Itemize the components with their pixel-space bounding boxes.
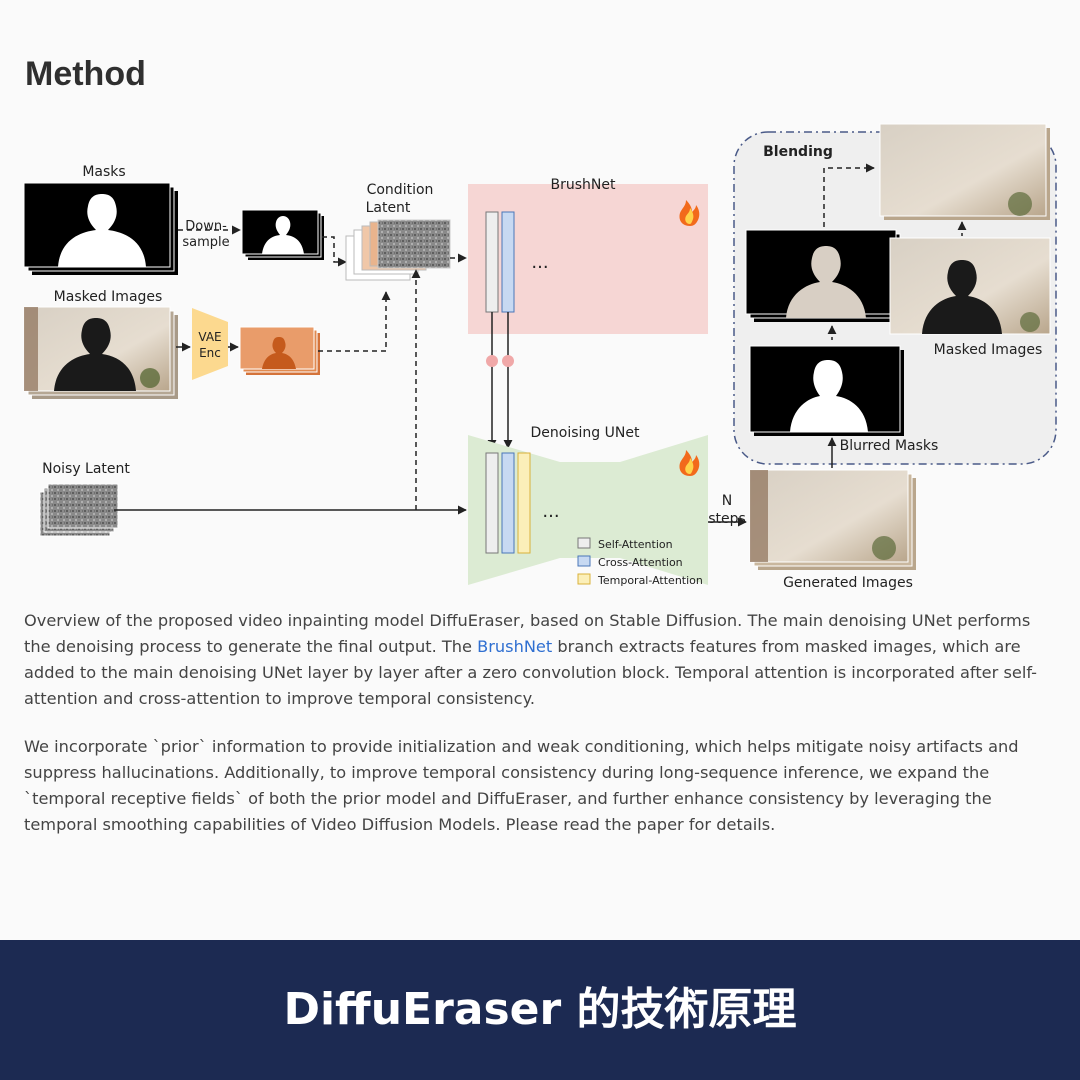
condition-label-2: Latent [366, 200, 411, 216]
description-paragraph-2: We incorporate `prior` information to pr… [24, 737, 1019, 834]
masks-label: Masks [82, 164, 125, 180]
brushnet-cross-attention [501, 211, 515, 313]
downsampled-masks [241, 209, 324, 260]
legend-cross-attention-swatch [577, 555, 591, 567]
method-diagram: Masks Down- sample Masked Images VAE Enc [23, 123, 1057, 591]
blending-label: Blending [763, 144, 833, 160]
section-title: Method [25, 55, 146, 93]
page: Method Masks [23, 55, 1057, 834]
fire-icon [679, 200, 700, 226]
downsample-label-2: sample [182, 235, 229, 250]
para1-text-2: branch extracts features from masked ima… [24, 637, 1037, 708]
condition-label-1: Condition [367, 182, 434, 198]
legend-temporal-attention: Temporal-Attention [597, 574, 703, 587]
masked-images-stack [23, 306, 178, 399]
blended-output-stack [879, 123, 1050, 220]
unet-ellipsis: ... [542, 501, 559, 522]
description-paragraph-1: Overview of the proposed video inpaintin… [24, 608, 1054, 712]
legend-self-attention-swatch [577, 537, 591, 549]
generated-images-stack [749, 469, 916, 570]
condition-latent-stack [345, 219, 451, 281]
unet-temporal-attention [517, 452, 531, 554]
vae-label-1: VAE [198, 330, 221, 344]
blend-masks-stack [745, 229, 904, 322]
blurred-masks-stack [749, 345, 904, 436]
blend-masked-images-stack [889, 237, 1051, 335]
brushnet-ellipsis: ... [531, 252, 548, 273]
brushnet-link[interactable]: BrushNet [477, 637, 553, 656]
fire-icon [679, 450, 700, 476]
legend-cross-attention: Cross-Attention [598, 556, 683, 569]
blend-masked-images-label: Masked Images [934, 342, 1043, 358]
vae-label-2: Enc [199, 346, 221, 360]
title-banner: DiffuEraser 的技術原理 [0, 940, 1080, 1080]
legend-temporal-attention-swatch [577, 573, 591, 585]
unet-self-attention [485, 452, 499, 554]
denoising-unet-label: Denoising UNet [531, 425, 640, 441]
noisy-latent-stack [39, 483, 119, 537]
vae-latent-stack [239, 326, 320, 375]
n-steps-label-2: steps [708, 511, 746, 527]
vae-encoder [192, 308, 228, 380]
generated-images-label: Generated Images [783, 575, 913, 591]
brushnet-self-attention [485, 211, 499, 313]
blurred-masks-label: Blurred Masks [840, 438, 939, 454]
noisy-latent-label: Noisy Latent [42, 461, 130, 477]
banner-title: DiffuEraser 的技術原理 [283, 984, 797, 1035]
para1-text-1: Overview of the proposed video inpaintin… [24, 611, 1031, 656]
n-steps-label-1: N [722, 493, 732, 509]
masked-images-label: Masked Images [54, 289, 163, 305]
downsample-label-1: Down- [185, 219, 227, 234]
masks-stack [23, 182, 178, 275]
legend-self-attention: Self-Attention [598, 538, 673, 551]
unet-cross-attention [501, 452, 515, 554]
brushnet-label: BrushNet [551, 177, 616, 193]
